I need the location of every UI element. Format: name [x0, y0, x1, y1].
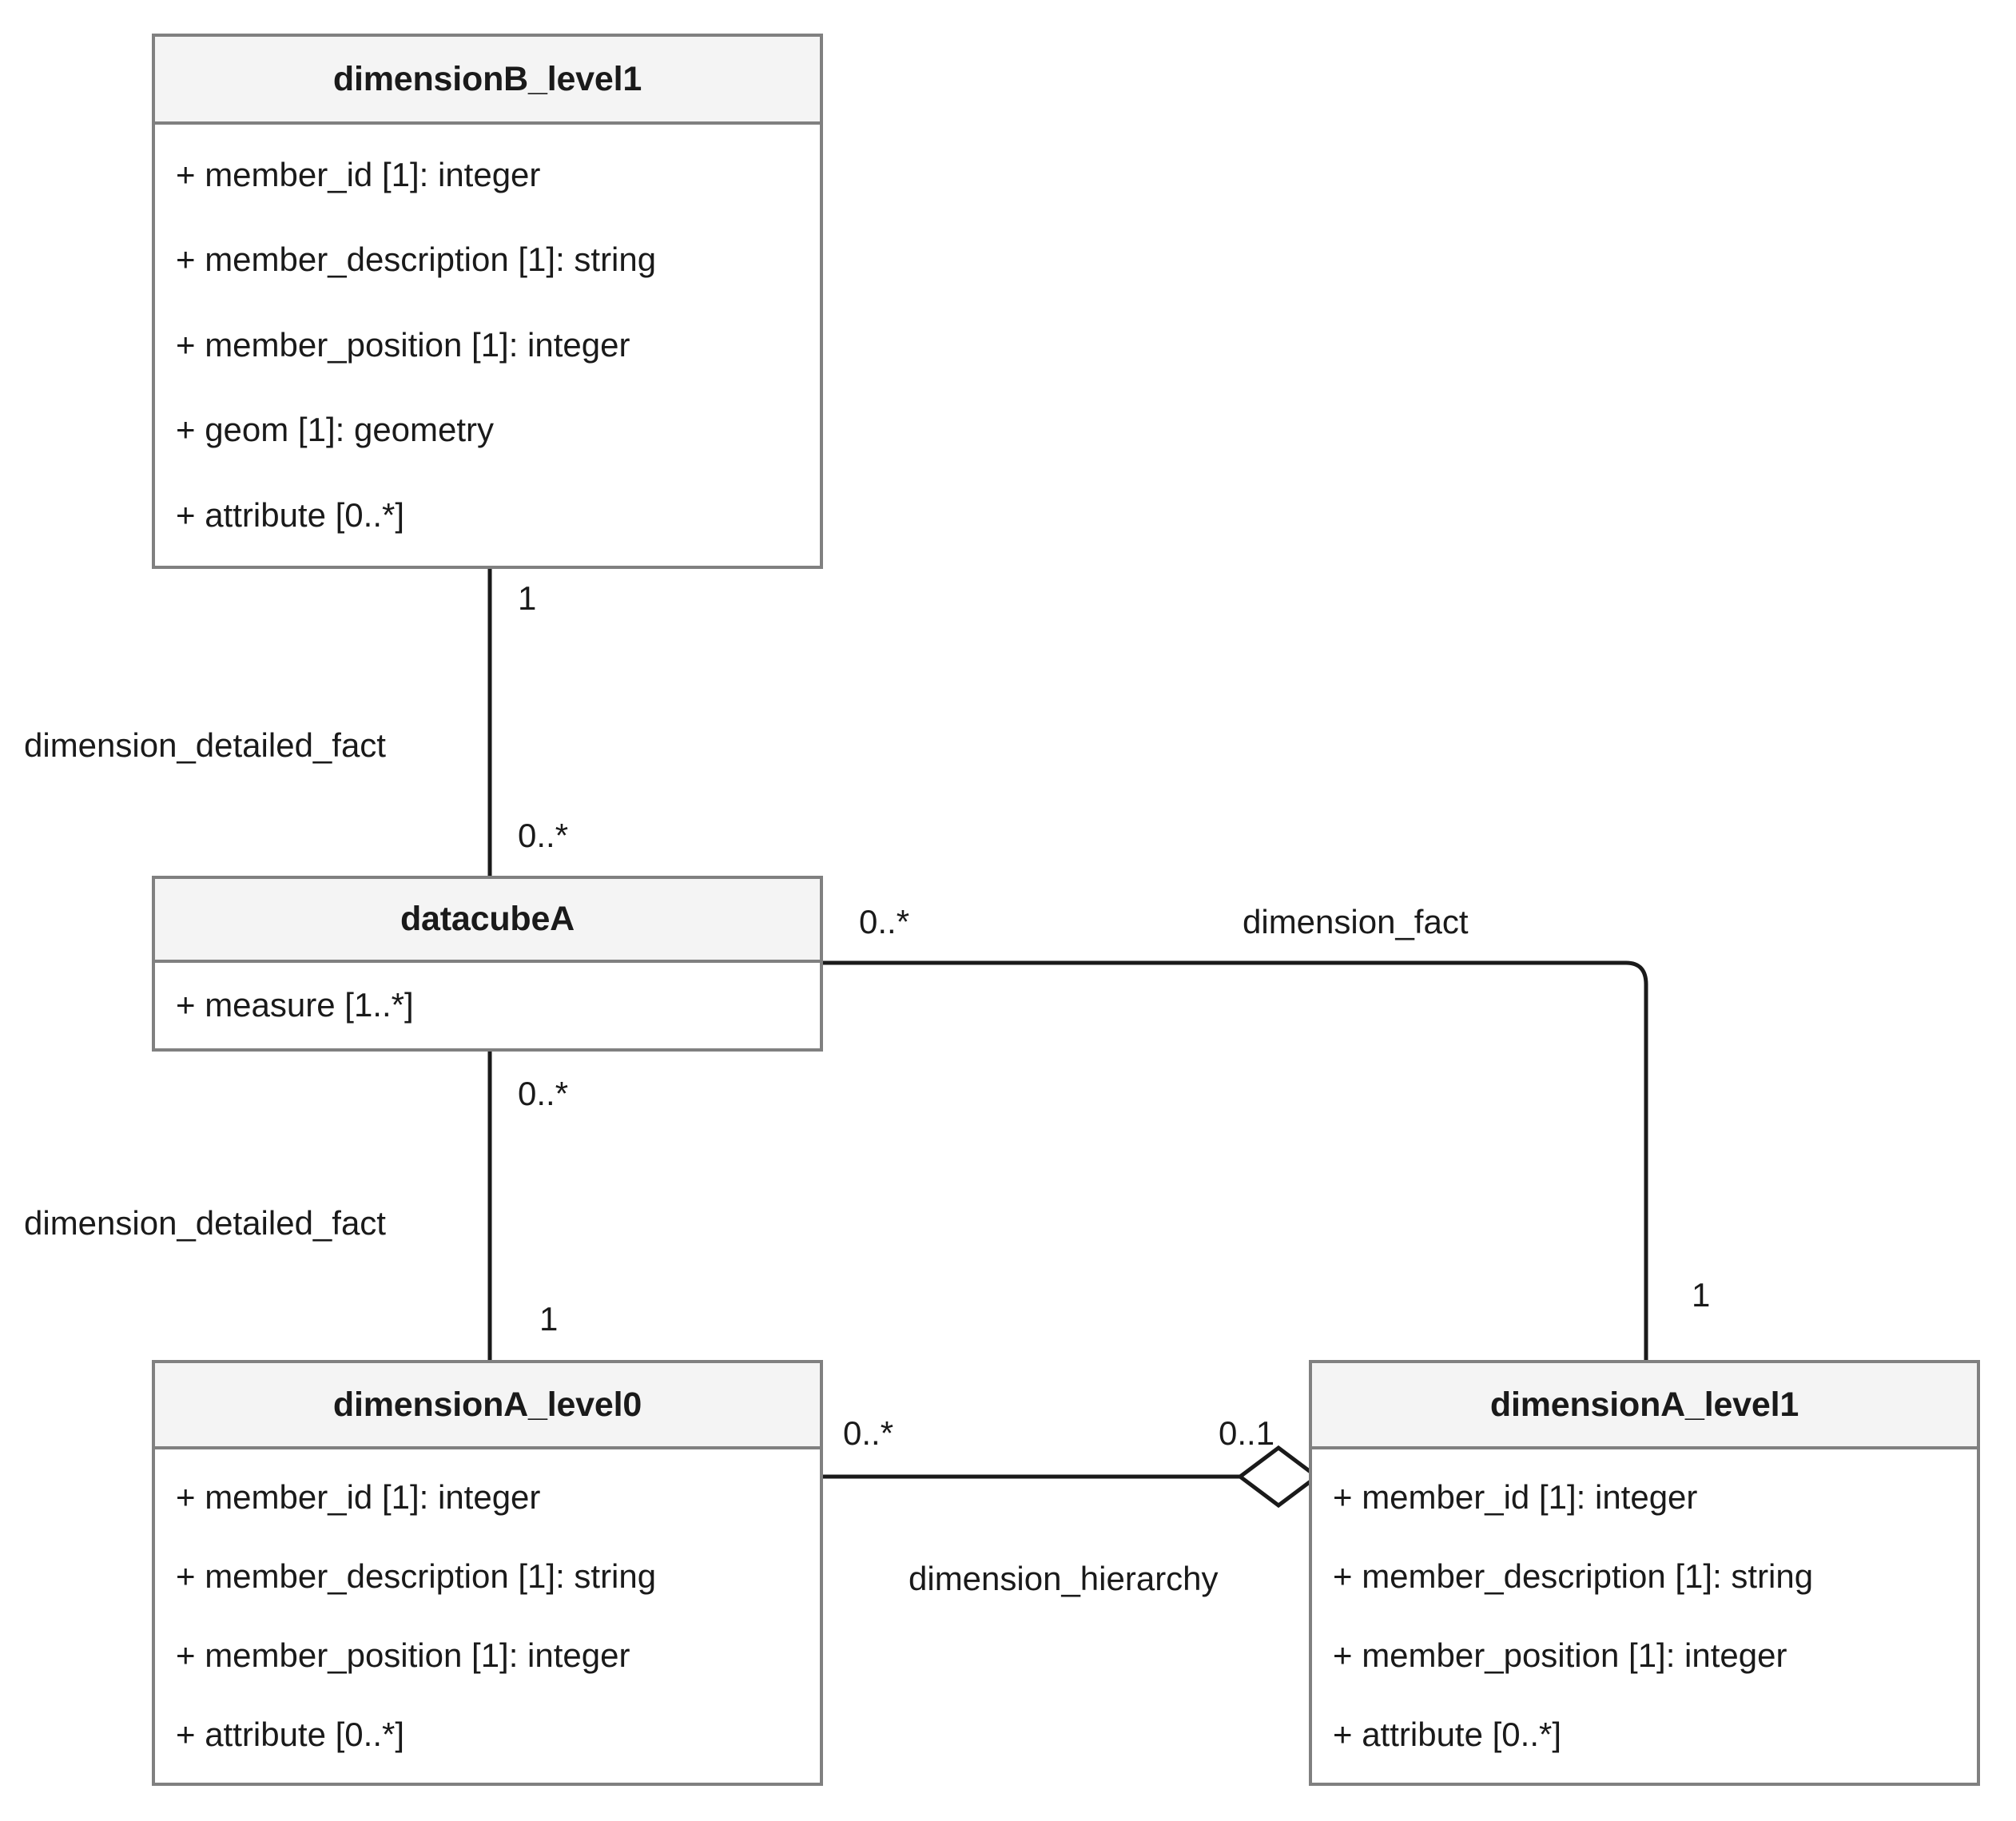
- multiplicity-dimensionA0-top-end: 1: [539, 1300, 559, 1338]
- class-attribute: + member_position [1]: integer: [1333, 1636, 1787, 1675]
- class-title-dimensionA-level1: dimensionA_level1: [1312, 1363, 1977, 1449]
- multiplicity-dimensionA1-top-end: 1: [1692, 1276, 1711, 1314]
- association-label-dimension-fact: dimension_fact: [1243, 903, 1469, 940]
- multiplicity-datacubeA-bottom-end: 0..*: [518, 1075, 569, 1112]
- multiplicity-datacubeA-top-end: 0..*: [518, 817, 569, 854]
- class-box-dimensionB-level1[interactable]: dimensionB_level1 + member_id [1]: integ…: [152, 34, 823, 569]
- class-attribute: + measure [1..*]: [176, 986, 414, 1024]
- class-attribute: + member_position [1]: integer: [176, 325, 630, 364]
- class-attribute: + member_id [1]: integer: [176, 156, 541, 194]
- class-attributes-dimensionA-level0: + member_id [1]: integer + member_descri…: [155, 1449, 820, 1783]
- class-title-dimensionA-level0: dimensionA_level0: [155, 1363, 820, 1449]
- association-label-dimension-detailed-fact-bottom: dimension_detailed_fact: [24, 1204, 386, 1242]
- class-title-datacubeA: datacubeA: [155, 879, 820, 963]
- class-title-dimensionB-level1: dimensionB_level1: [155, 37, 820, 125]
- class-box-dimensionA-level1[interactable]: dimensionA_level1 + member_id [1]: integ…: [1309, 1360, 1980, 1786]
- class-attribute: + member_description [1]: string: [1333, 1557, 1814, 1595]
- class-attributes-dimensionA-level1: + member_id [1]: integer + member_descri…: [1312, 1449, 1977, 1783]
- class-box-datacubeA[interactable]: datacubeA + measure [1..*]: [152, 876, 823, 1052]
- association-label-dimension-hierarchy: dimension_hierarchy: [909, 1560, 1219, 1597]
- aggregation-diamond-icon: [1236, 1445, 1321, 1509]
- edge-datacubeA-dimensionA1: [823, 960, 1648, 1360]
- class-attribute: + member_id [1]: integer: [1333, 1477, 1698, 1516]
- multiplicity-dimensionA1-left-end: 0..1: [1219, 1414, 1275, 1452]
- multiplicity-dimensionA0-right-end: 0..*: [843, 1414, 894, 1452]
- multiplicity-dimensionB1-end: 1: [518, 579, 537, 617]
- class-attribute: + attribute [0..*]: [176, 1716, 405, 1754]
- class-attribute: + geom [1]: geometry: [176, 411, 495, 449]
- class-attribute: + member_description [1]: string: [176, 1557, 657, 1595]
- class-attribute: + member_description [1]: string: [176, 241, 657, 279]
- multiplicity-datacubeA-right-end: 0..*: [859, 903, 910, 940]
- class-attribute: + member_id [1]: integer: [176, 1477, 541, 1516]
- class-attribute: + member_position [1]: integer: [176, 1636, 630, 1675]
- class-attribute: + attribute [0..*]: [1333, 1716, 1562, 1754]
- association-label-dimension-detailed-fact-top: dimension_detailed_fact: [24, 726, 386, 764]
- class-attribute: + attribute [0..*]: [176, 495, 405, 534]
- class-attributes-datacubeA: + measure [1..*]: [155, 963, 820, 1048]
- class-attributes-dimensionB-level1: + member_id [1]: integer + member_descri…: [155, 125, 820, 566]
- class-box-dimensionA-level0[interactable]: dimensionA_level0 + member_id [1]: integ…: [152, 1360, 823, 1786]
